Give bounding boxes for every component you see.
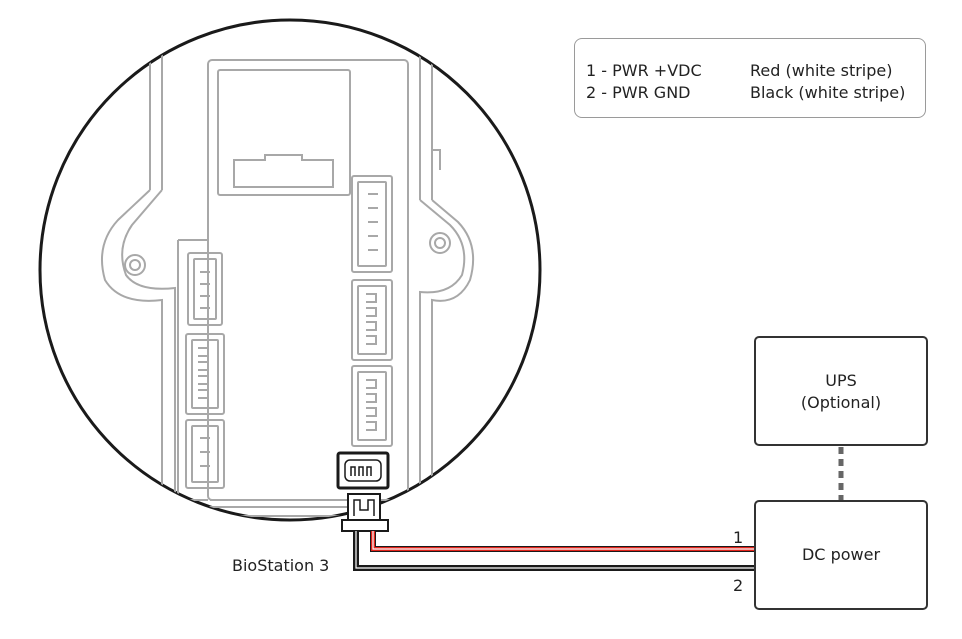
wire-1-red bbox=[370, 531, 756, 552]
ups-box bbox=[754, 336, 928, 446]
wire-1-number: 1 bbox=[733, 528, 744, 547]
power-plug bbox=[341, 493, 389, 532]
legend-wire-color: Red (white stripe) bbox=[750, 61, 893, 80]
power-connector-port bbox=[336, 451, 390, 490]
ups-title: UPS bbox=[825, 371, 857, 390]
device-back-circle bbox=[38, 18, 542, 522]
dc-power-label: DC power bbox=[801, 545, 881, 564]
legend-row-1: 1 - PWR +VDC Red (white stripe) bbox=[586, 61, 892, 80]
ups-subtitle: (Optional) bbox=[800, 393, 882, 412]
wire-2-number: 2 bbox=[733, 576, 744, 595]
legend-wire-color: Black (white stripe) bbox=[750, 83, 906, 102]
device-back-panel bbox=[101, 30, 475, 520]
dc-power-box bbox=[754, 500, 928, 610]
legend-pin-label: 2 - PWR GND bbox=[586, 83, 691, 102]
legend-pin-label: 1 - PWR +VDC bbox=[586, 61, 702, 80]
legend-row-2: 2 - PWR GND Black (white stripe) bbox=[586, 83, 905, 102]
pin-legend: 1 - PWR +VDC Red (white stripe) 2 - PWR G… bbox=[574, 38, 926, 118]
ups-label: UPS (Optional) bbox=[755, 370, 927, 414]
device-label: BioStation 3 bbox=[232, 556, 330, 575]
wire-2-black bbox=[353, 531, 756, 571]
